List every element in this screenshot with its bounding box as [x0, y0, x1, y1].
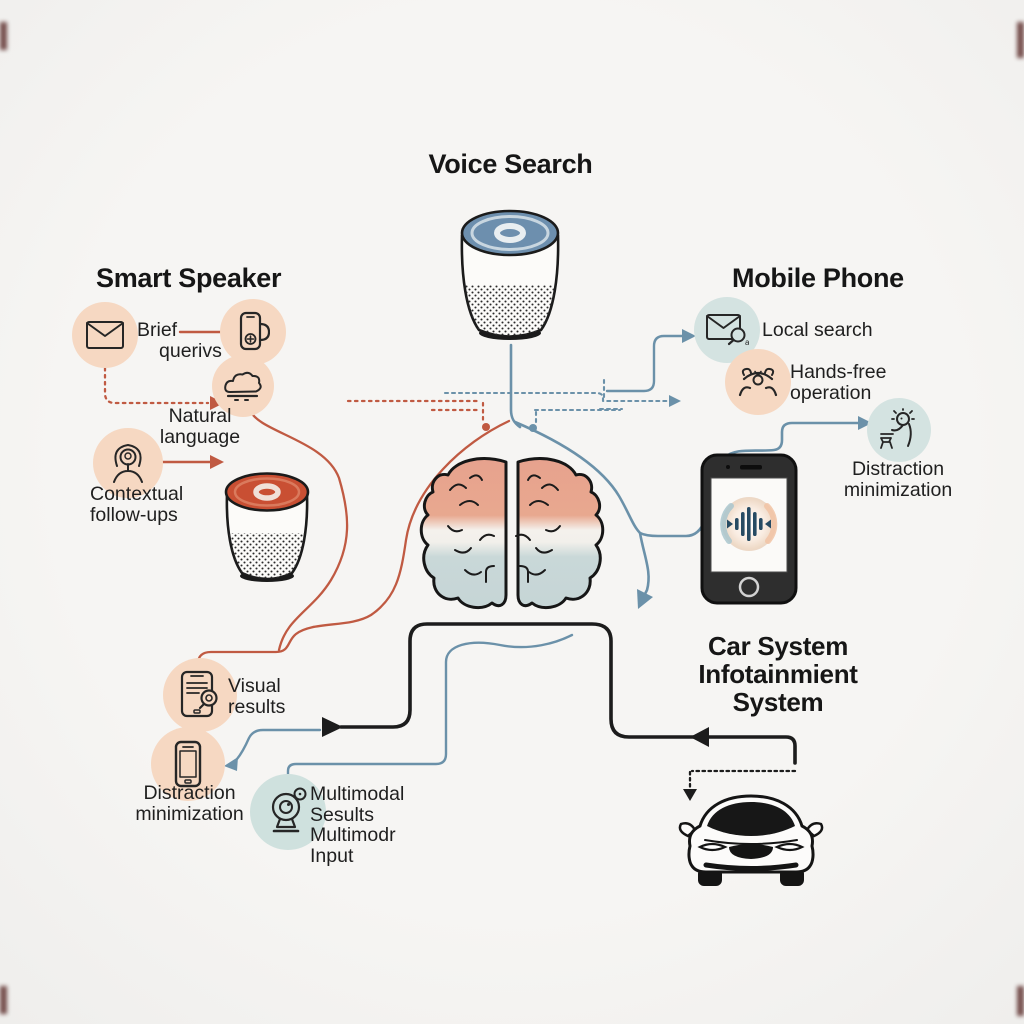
smart-speaker-orange-illustration	[224, 472, 310, 582]
brief-queries-device-bubble	[220, 299, 286, 365]
smart-speaker-title: Smart Speaker	[96, 263, 282, 293]
arrowhead	[690, 727, 709, 747]
local-search-label: Local search	[762, 320, 873, 341]
visual-results-label: Visual results	[228, 676, 285, 717]
car-system-title-line1: Car System	[707, 631, 849, 661]
brain-illustration	[419, 457, 605, 610]
natural-language-label-line2: language	[159, 425, 241, 448]
contextual-label-line2: follow-ups	[90, 503, 178, 526]
local-search-label-line1: Local search	[762, 319, 873, 341]
multimodal-label-line1: Multimodal	[310, 783, 405, 805]
hands-free-label-line2: operation	[790, 381, 872, 404]
arrowhead	[669, 395, 681, 407]
multimodal-label-line3: Multimodr	[310, 824, 396, 847]
car-system-title-line3: System	[732, 687, 824, 718]
svg-text:a: a	[745, 338, 749, 347]
natural-language-label: Natural language	[143, 406, 257, 447]
car-system-title: Car System Infotainmient System	[683, 632, 873, 716]
brain-folds	[447, 474, 561, 583]
corner-artifact	[0, 22, 7, 50]
multimodal-label-line2: Sesults	[310, 803, 374, 826]
distraction-right-label-line2: minimization	[843, 478, 953, 501]
multimodal-bubble	[250, 774, 326, 850]
multimodal-label-line4: Input	[310, 844, 354, 867]
visual-results-label-line1: Visual	[228, 675, 281, 697]
webcam-icon	[271, 787, 307, 833]
steering-hands-icon	[738, 367, 778, 397]
arrowhead	[637, 589, 653, 609]
arrowhead	[683, 789, 697, 801]
hands-free-bubble	[725, 349, 791, 415]
hands-free-label-line1: Hands-free	[790, 361, 887, 383]
multimodal-label: Multimodal Sesults Multimodr Input	[310, 784, 404, 867]
mobile-phone-illustration	[700, 453, 798, 605]
smart-speaker-blue-illustration	[460, 209, 560, 340]
hands-free-label: Hands-free operation	[790, 362, 886, 403]
person-icon	[113, 444, 143, 483]
voice-search-title: Voice Search	[428, 149, 593, 179]
natural-language-label-line1: Natural	[168, 405, 232, 427]
brief-queries-label-line1: Brief	[137, 319, 178, 341]
visual-results-bubble	[163, 658, 237, 732]
corner-artifact	[1017, 986, 1024, 1016]
contextual-label-line1: Contextual	[90, 483, 184, 505]
envelope-search-icon: a	[706, 314, 749, 347]
contextual-bubble	[93, 428, 163, 498]
phone-mug-icon	[239, 311, 270, 351]
arrowhead	[224, 757, 238, 771]
cloud-icon	[224, 371, 262, 401]
corner-artifact	[0, 986, 7, 1014]
distraction-right-bubble	[867, 398, 931, 462]
distraction-left-label-line1: Distraction	[143, 782, 236, 804]
mobile-phone-title: Mobile Phone	[732, 263, 904, 293]
distraction-right-label-line1: Distraction	[851, 458, 945, 480]
tablet-search-icon	[180, 670, 218, 718]
car-front-illustration	[678, 794, 824, 886]
arrowhead	[210, 455, 224, 469]
contextual-label: Contextual follow-ups	[90, 484, 183, 525]
distraction-left-bubble	[151, 727, 225, 801]
sun-person-icon	[880, 408, 915, 449]
brief-queries-bubble	[72, 302, 138, 368]
smartphone-icon	[174, 740, 202, 788]
car-system-title-line2: Infotainmient	[698, 659, 858, 690]
envelope-icon	[86, 321, 124, 349]
arrowhead	[322, 717, 343, 737]
distraction-left-label: Distraction minimization	[92, 783, 287, 824]
brief-queries-label-line2: querivs	[159, 339, 222, 362]
brief-queries-label: Brief querivs	[137, 320, 222, 361]
distraction-left-label-line2: minimization	[135, 802, 244, 825]
voice-waveform-icon	[727, 507, 771, 541]
visual-results-label-line2: results	[228, 695, 286, 718]
natural-language-bubble	[212, 355, 274, 417]
distraction-right-label: Distraction minimization	[833, 459, 963, 500]
corner-artifact	[1017, 22, 1024, 58]
